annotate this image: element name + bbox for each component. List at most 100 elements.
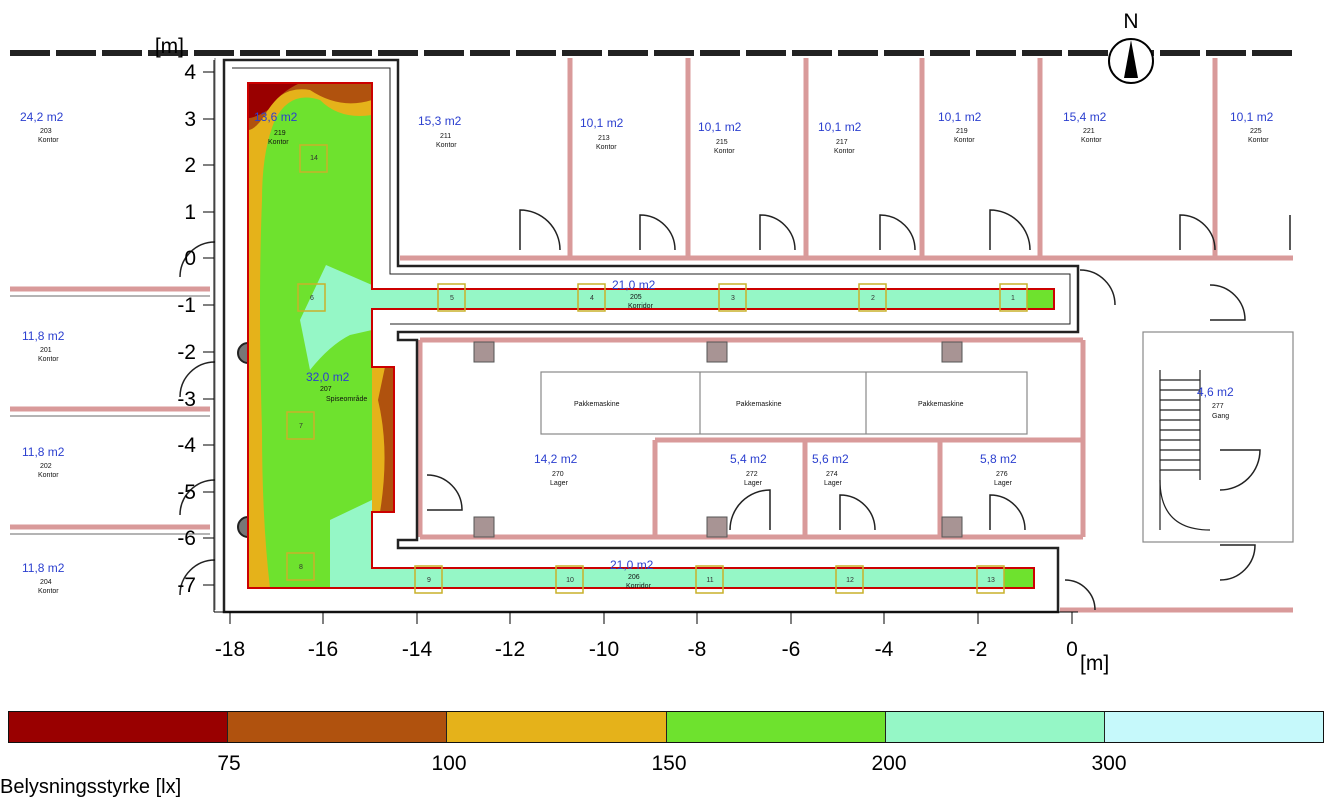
- calc-point-label: 11: [706, 577, 713, 584]
- room-area: 24,2 m2: [20, 110, 64, 124]
- room-number: 276: [996, 471, 1008, 478]
- y-tick-label: 3: [184, 108, 196, 131]
- room-number: 204: [40, 579, 52, 586]
- room-name: Kontor: [436, 142, 457, 149]
- room-name: Kontor: [38, 588, 59, 595]
- room-number: 225: [1250, 128, 1262, 135]
- calc-point-label: 9: [427, 577, 431, 584]
- room-area: 11,8 m2: [22, 445, 65, 459]
- room-name: Kontor: [834, 148, 855, 155]
- legend-swatch: [666, 712, 886, 742]
- room-number: 219: [274, 130, 286, 137]
- y-tick-label: -1: [177, 294, 196, 317]
- calc-point-label: 2: [871, 295, 875, 302]
- legend-tick: 300: [1091, 752, 1127, 775]
- room-name: Lager: [824, 480, 843, 487]
- room-name: Kontor: [596, 144, 617, 151]
- room-name: Kontor: [1081, 137, 1102, 144]
- y-tick-label: 0: [184, 247, 196, 270]
- y-tick-label: -4: [177, 434, 196, 457]
- room-area: 13,6 m2: [254, 110, 298, 124]
- calc-point-label: 7: [299, 423, 303, 430]
- room-number: 270: [552, 471, 564, 478]
- x-tick-label: -6: [782, 638, 801, 661]
- calc-point-label: 14: [310, 155, 318, 162]
- room-area: 5,8 m2: [980, 452, 1017, 466]
- calc-point-label: 5: [450, 295, 454, 302]
- calc-point-label: 3: [731, 295, 735, 302]
- room-area: 32,0 m2: [306, 370, 350, 384]
- room-name: Spiseområde: [326, 395, 367, 403]
- cabinet-label: Pakkemaskine: [736, 401, 782, 408]
- y-axis-unit: [m]: [155, 35, 184, 58]
- x-axis-unit: [m]: [1080, 652, 1109, 675]
- north-compass-icon: N: [1108, 10, 1154, 84]
- room-area: 15,4 m2: [1063, 110, 1107, 124]
- room-number: 221: [1083, 128, 1095, 135]
- room-number: 211: [440, 133, 451, 140]
- y-tick-label: 4: [184, 61, 196, 84]
- compass-label: N: [1123, 10, 1138, 33]
- room-labels: 24,2 m2 203 Kontor 13,6 m2 219 Kontor 15…: [20, 110, 1274, 595]
- cabinet-label: Pakkemaskine: [918, 401, 964, 408]
- x-tick-label: -12: [495, 638, 525, 661]
- legend-tick: 75: [217, 752, 241, 775]
- room-number: 274: [826, 471, 838, 478]
- x-tick-label: 0: [1066, 638, 1078, 661]
- room-area: 10,1 m2: [698, 120, 742, 134]
- room-area: 15,3 m2: [418, 114, 462, 128]
- room-name: Lager: [994, 480, 1013, 487]
- y-tick-label: -7: [177, 574, 196, 597]
- room-name: Kontor: [38, 472, 59, 479]
- x-tick-label: -14: [402, 638, 433, 661]
- room-area: 5,6 m2: [812, 452, 849, 466]
- y-tick-label: 1: [184, 201, 196, 224]
- room-number: 213: [598, 135, 610, 142]
- calc-point-label: 10: [566, 577, 574, 584]
- floor-plan: 1 2 3 4 5 6 7 8 9 10 11 12 13 14 24,2 m2…: [10, 10, 1294, 675]
- x-tick-label: -2: [969, 638, 988, 661]
- illuminance-legend: [8, 711, 1324, 743]
- y-tick-label: -5: [177, 481, 196, 504]
- legend-swatch: [447, 712, 667, 742]
- room-name: Kontor: [1248, 137, 1269, 144]
- room-number: 203: [40, 128, 52, 135]
- room-name: Korridor: [628, 303, 654, 310]
- legend-swatch: [1104, 712, 1324, 742]
- y-tick-label: -2: [177, 341, 196, 364]
- room-name: Kontor: [714, 148, 735, 155]
- calc-point-label: 6: [310, 295, 314, 302]
- legend-tick: 100: [431, 752, 467, 775]
- room-name: Kontor: [268, 139, 289, 146]
- legend-tick: 150: [651, 752, 687, 775]
- room-name: Kontor: [38, 356, 59, 363]
- x-tick-label: -16: [308, 638, 338, 661]
- room-area: 21,0 m2: [612, 278, 656, 292]
- room-number: 217: [836, 139, 848, 146]
- x-tick-label: -4: [875, 638, 894, 661]
- room-area: 10,1 m2: [938, 110, 982, 124]
- cabinet-label: Pakkemaskine: [574, 401, 620, 408]
- calc-point-label: 4: [590, 295, 594, 302]
- room-number: 205: [630, 294, 642, 301]
- room-name: Korridor: [626, 583, 652, 590]
- room-number: 277: [1212, 403, 1224, 410]
- y-tick-label: -3: [177, 388, 196, 411]
- legend-swatch: [228, 712, 448, 742]
- room-number: 215: [716, 139, 728, 146]
- room-area: 11,8 m2: [22, 561, 65, 575]
- legend-title: Belysningsstyrke [lx]: [0, 776, 182, 798]
- x-tick-label: -18: [215, 638, 245, 661]
- room-number: 207: [320, 386, 332, 393]
- room-area: 4,6 m2: [1197, 385, 1234, 399]
- room-number: 272: [746, 471, 758, 478]
- x-tick-label: -8: [688, 638, 707, 661]
- room-area: 10,1 m2: [580, 116, 624, 130]
- room-name: Kontor: [954, 137, 975, 144]
- room-name: Lager: [550, 480, 569, 487]
- legend-swatch: [885, 712, 1105, 742]
- room-name: Kontor: [38, 137, 59, 144]
- y-tick-label: -6: [177, 527, 196, 550]
- room-area: 14,2 m2: [534, 452, 578, 466]
- calc-point-label: 12: [846, 577, 854, 584]
